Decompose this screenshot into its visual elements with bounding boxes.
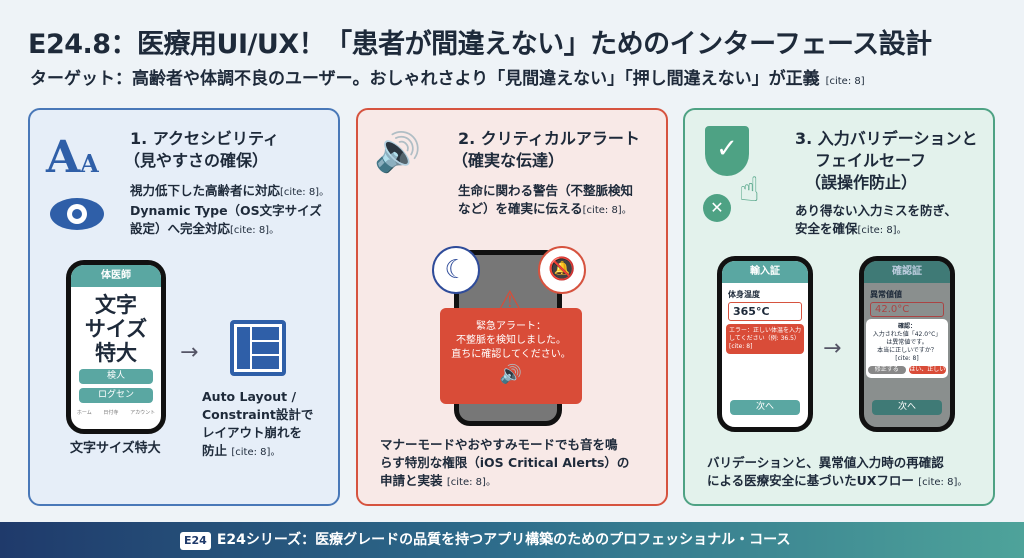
panel-title: 3. 入力バリデーションと	[795, 129, 978, 148]
panel-critical-alert: 🔊 2. クリティカルアラート （確実な伝達） 生命に関わる警告（不整脈検知など…	[356, 108, 668, 506]
phone-mockup: 体医師 文字サイズ特大 検人 ログセン ホーム 日付寺 アカウント	[66, 260, 166, 434]
next-button[interactable]: 次へ	[872, 400, 942, 415]
shield-check-icon: ✓	[705, 126, 749, 176]
panel-text: あり得ない入力ミスを防ぎ、安全を確保[cite: 8]。	[795, 203, 957, 236]
confirm-yes-button[interactable]: はい、正しい	[908, 366, 946, 374]
cite: [cite: 8]	[825, 76, 865, 87]
footer-banner: E24 E24シリーズ：医療グレードの品質を持つアプリ構築のためのプロフェッショナ…	[0, 522, 1024, 558]
alert-dialog: 緊急アラート：不整脈を検知しました。直ちに確認してください。 🔊	[440, 308, 582, 404]
fix-button[interactable]: 修正する	[868, 366, 906, 374]
arrow-right-icon: →	[823, 336, 842, 361]
phone-button-2[interactable]: ログセン	[79, 388, 153, 403]
subtitle: ターゲット：高齢者や体調不良のユーザー。おしゃれさより「見間違えない」「押し間違…	[30, 64, 865, 89]
page-title: E24.8：医療用UI/UX！「患者が間違えない」ためのインターフェース設計	[28, 29, 932, 60]
speaker-alert-icon: 🔊	[374, 130, 422, 174]
panel-subtitle: （確実な伝達）	[452, 151, 565, 170]
panel-validation: ✓ ✕ ☝ 3. 入力バリデーションと フェイルセーフ （誤操作防止） あり得な…	[683, 108, 995, 506]
panel-title: 1. アクセシビリティ	[130, 129, 280, 148]
field-label: 異常値値	[870, 290, 902, 299]
phone-header: 輸入証	[722, 261, 808, 283]
panel-bottom-text: マナーモードやおやすみモードでも音を鳴らす特別な権限（iOS Critical …	[380, 437, 630, 488]
subtitle-text: ターゲット：高齢者や体調不良のユーザー。おしゃれさより「見間違えない」「押し間違…	[30, 69, 820, 89]
bell-muted-icon: 🔕	[538, 246, 586, 294]
confirm-dialog: 確認：入力された値「42.0°C」は異常値です。本当に正しいですか？[cite:…	[866, 319, 948, 378]
phone-tabbar: ホーム 日付寺 アカウント	[71, 409, 161, 416]
footer-text: E24シリーズ：医療グレードの品質を持つアプリ構築のためのプロフェッショナル・コ…	[216, 532, 791, 548]
phone-header: 確認証	[864, 261, 950, 283]
temperature-input[interactable]: 365°C	[728, 302, 802, 321]
phone-button-1[interactable]: 検人	[79, 369, 153, 384]
tab-home[interactable]: ホーム	[76, 410, 92, 416]
panel-accessibility: AA 1. アクセシビリティ （見やすさの確保） 視力低下した高齢者に対応[ci…	[28, 108, 340, 506]
panel-bottom-text: バリデーションと、異常値入力時の再確認による医療安全に基づいたUXフロー [ci…	[707, 455, 968, 488]
field-label: 体身温度	[728, 290, 760, 299]
tab-account[interactable]: アカウント	[130, 410, 156, 416]
panel-title: 2. クリティカルアラート	[458, 129, 640, 148]
phone-header: 体医師	[71, 265, 161, 287]
next-button[interactable]: 次へ	[730, 400, 800, 415]
eye-icon	[50, 198, 104, 230]
panel-subtitle: フェイルセーフ	[815, 151, 927, 170]
phone-input: 輸入証 体身温度 365°C エラー：正しい体温を入力してください（例: 36.…	[717, 256, 813, 432]
temperature-input[interactable]: 42.0°C	[870, 302, 944, 317]
panel-subtitle: （見やすさの確保）	[124, 151, 269, 170]
error-tooltip: エラー：正しい体温を入力してください（例: 36.5）[cite: 8]	[726, 324, 804, 354]
font-size-icon: AA	[46, 132, 99, 183]
large-text-sample: 文字サイズ特大	[84, 293, 148, 365]
series-badge: E24	[180, 532, 211, 550]
error-x-icon: ✕	[703, 194, 731, 222]
arrow-right-icon: →	[180, 340, 199, 365]
moon-icon: ☾	[432, 246, 480, 294]
warning-icon: ⚠	[498, 286, 522, 316]
panel-subtitle-2: （誤操作防止）	[805, 173, 918, 192]
tap-hand-icon: ☝	[739, 170, 760, 210]
layout-icon	[230, 320, 286, 376]
panel-text: 生命に関わる警告（不整脈検知など）を確実に伝える[cite: 8]。	[458, 183, 634, 216]
tab-date[interactable]: 日付寺	[103, 410, 119, 416]
speaker-icon: 🔊	[499, 364, 523, 385]
panel-text: 視力低下した高齢者に対応[cite: 8]。Dynamic Type（OS文字サ…	[130, 183, 330, 236]
layout-text: Auto Layout /Constraint設計でレイアウト崩れを防止 [ci…	[202, 389, 314, 458]
phone-caption: 文字サイズ特大	[70, 441, 161, 456]
phone-confirm: 確認証 異常値値 42.0°C 確認：入力された値「42.0°C」は異常値です。…	[859, 256, 955, 432]
